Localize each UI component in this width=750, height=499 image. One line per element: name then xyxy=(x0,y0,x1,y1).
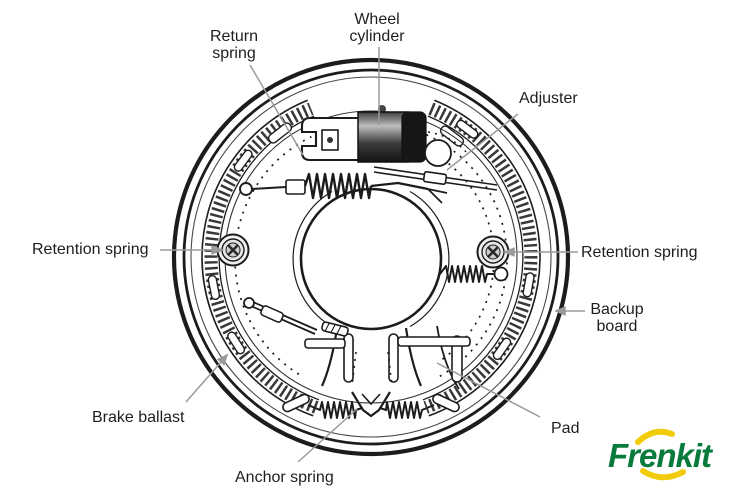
label-adjuster: Adjuster xyxy=(519,90,578,107)
plate-slots xyxy=(207,119,535,361)
logo-text: Frenkit xyxy=(608,437,714,474)
return-spring-part xyxy=(239,172,448,204)
parking-cable-lever xyxy=(243,297,349,337)
frenkit-logo: Frenkit xyxy=(600,423,745,495)
adjuster-part xyxy=(373,166,498,191)
phillips-screw-icon xyxy=(227,244,239,256)
label-pad: Pad xyxy=(551,420,580,437)
phillips-screw-icon xyxy=(487,246,499,258)
label-return-spring: Return spring xyxy=(209,28,259,62)
label-wheel-cylinder: Wheel cylinder xyxy=(349,11,405,45)
leader-lines xyxy=(160,47,585,463)
label-brake-ballast: Brake ballast xyxy=(92,409,185,426)
wheel-cylinder-part xyxy=(300,105,467,167)
side-coil-spring xyxy=(439,265,509,283)
label-retention-spring-right: Retention spring xyxy=(581,244,698,261)
retention-spring-right-part xyxy=(476,235,510,269)
logo-bottom-arc-icon xyxy=(640,468,686,481)
logo-top-arc-icon xyxy=(635,428,675,445)
anchor-springs xyxy=(307,401,435,419)
anchor-block xyxy=(282,325,471,418)
label-backup-board: Backup board xyxy=(590,301,644,335)
label-anchor-spring: Anchor spring xyxy=(235,469,334,486)
label-retention-spring-left: Retention spring xyxy=(32,241,149,258)
retention-spring-left-part xyxy=(216,233,250,267)
